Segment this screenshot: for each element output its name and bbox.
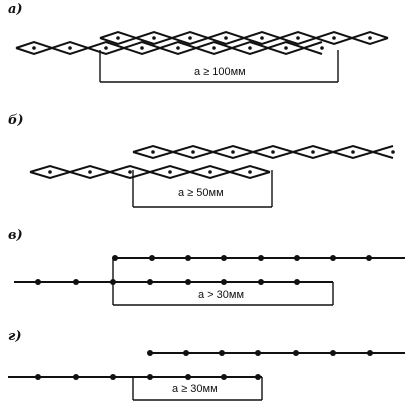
- wire-dot: [185, 374, 191, 380]
- panel-b-drawing: [29, 144, 395, 208]
- wire-dot: [258, 279, 264, 285]
- mesh-strand-bottom: [99, 36, 389, 46]
- wire-dot: [73, 374, 79, 380]
- mesh-node-dot: [188, 36, 192, 40]
- wire-dot: [147, 374, 153, 380]
- wire-dot: [258, 255, 264, 261]
- panel-label-g: г): [8, 329, 22, 344]
- panel-g-drawing: [8, 350, 405, 401]
- mesh-node-dot: [168, 170, 172, 174]
- mesh-node-dot: [391, 150, 395, 154]
- wire-dot: [110, 374, 116, 380]
- wire-dot: [330, 350, 336, 356]
- mesh-strand-bottom: [132, 150, 394, 160]
- mesh-node-dot: [231, 150, 235, 154]
- overlap-dimension-v: a > 30мм: [196, 289, 247, 301]
- wire-dot: [330, 255, 336, 261]
- mesh-strip-lower: [29, 164, 271, 180]
- mesh-node-dot: [191, 150, 195, 154]
- wire-dot: [221, 374, 227, 380]
- wire-dot: [221, 255, 227, 261]
- wire-dot: [35, 279, 41, 285]
- dots-upper: [112, 255, 372, 261]
- mesh-node-dot: [208, 170, 212, 174]
- mesh-node-dot: [48, 170, 52, 174]
- mesh-node-dot: [140, 46, 144, 50]
- wire-dot: [147, 350, 153, 356]
- wire-dot: [367, 350, 373, 356]
- wire-dot: [255, 374, 261, 380]
- mesh-node-dot: [260, 36, 264, 40]
- mesh-node-dot: [224, 36, 228, 40]
- dots-lower: [35, 374, 261, 380]
- mesh-node-dot: [176, 46, 180, 50]
- mesh-node-dot: [104, 46, 108, 50]
- mesh-node-dot: [311, 150, 315, 154]
- mesh-strip-lower: [15, 40, 324, 56]
- mesh-strip-upper: [132, 144, 395, 160]
- wire-dot: [293, 350, 299, 356]
- wire-dot: [294, 279, 300, 285]
- mesh-strand-bottom: [15, 46, 323, 56]
- panel-a-drawing: [15, 30, 389, 83]
- mesh-strand-bottom: [29, 170, 271, 180]
- mesh-node-dot: [152, 36, 156, 40]
- wire-dot: [149, 255, 155, 261]
- wire-dot: [185, 255, 191, 261]
- wire-dot: [219, 350, 225, 356]
- mesh-node-dot: [271, 150, 275, 154]
- mesh-node-dot: [248, 170, 252, 174]
- mesh-node-dot: [332, 36, 336, 40]
- mesh-strand-top: [15, 40, 323, 50]
- wire-dot: [366, 255, 372, 261]
- panel-label-v: в): [8, 228, 23, 243]
- dots-upper: [147, 350, 373, 356]
- wire-dot: [147, 279, 153, 285]
- overlap-dimension-b: a ≥ 50мм: [176, 187, 226, 199]
- mesh-strand-top: [132, 144, 394, 154]
- mesh-node-dot: [68, 46, 72, 50]
- wire-dot: [73, 279, 79, 285]
- mesh-node-dot: [368, 36, 372, 40]
- wire-dot: [185, 279, 191, 285]
- mesh-node-dot: [248, 46, 252, 50]
- overlap-dimension-a: a ≥ 100мм: [192, 66, 248, 78]
- mesh-strip-upper: [99, 30, 389, 46]
- wire-dot: [294, 255, 300, 261]
- wire-dot: [183, 350, 189, 356]
- wire-dot: [221, 279, 227, 285]
- mesh-node-dot: [320, 46, 324, 50]
- mesh-node-dot: [296, 36, 300, 40]
- overlap-dimension-g: a ≥ 30мм: [170, 383, 220, 395]
- mesh-node-dot: [32, 46, 36, 50]
- wire-dot: [255, 350, 261, 356]
- panel-label-b: б): [8, 113, 24, 128]
- panel-v-drawing: [14, 255, 405, 306]
- mesh-node-dot: [128, 170, 132, 174]
- mesh-node-dot: [151, 150, 155, 154]
- dots-lower: [35, 279, 300, 285]
- mesh-node-dot: [351, 150, 355, 154]
- wire-dot: [35, 374, 41, 380]
- mesh-node-dot: [284, 46, 288, 50]
- mesh-node-dot: [88, 170, 92, 174]
- panel-label-a: а): [8, 2, 23, 17]
- mesh-node-dot: [212, 46, 216, 50]
- mesh-node-dot: [116, 36, 120, 40]
